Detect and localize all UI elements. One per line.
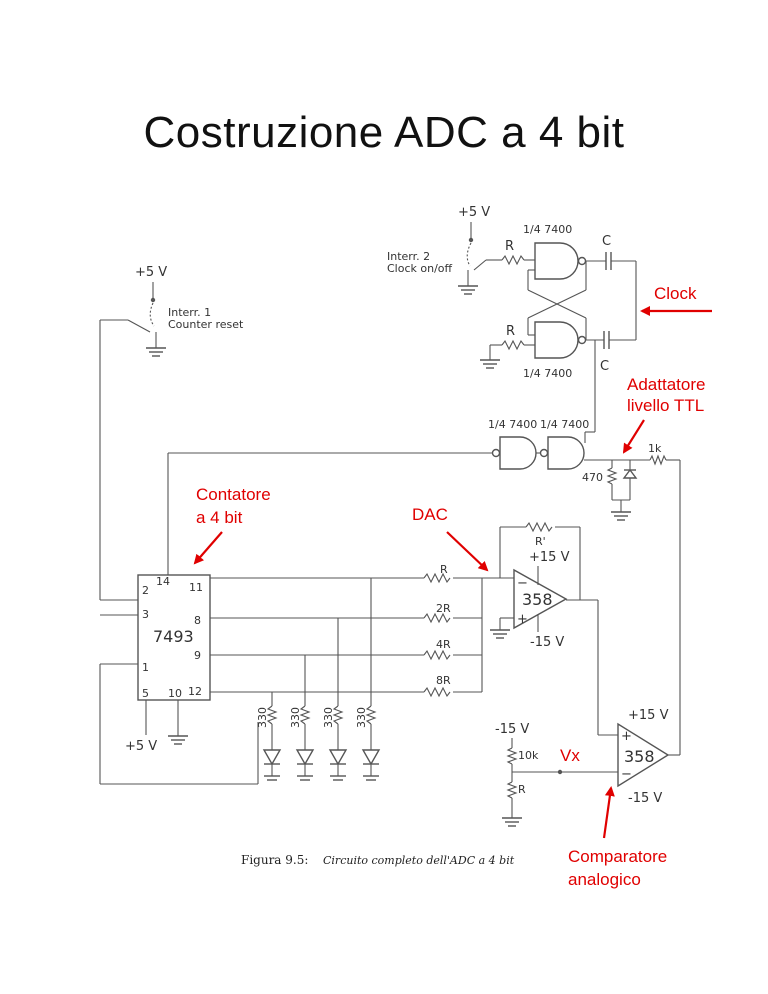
- svg-text:+: +: [517, 612, 528, 627]
- led-branch: 330: [322, 618, 348, 781]
- ground-icon: [458, 285, 478, 295]
- svg-text:-15 V: -15 V: [530, 635, 564, 650]
- dac-opamp: R' +15 V − + 358 -15 V: [490, 521, 598, 650]
- caption-label: Figura 9.5:: [241, 853, 308, 867]
- svg-text:470: 470: [582, 471, 603, 484]
- annotation-dac: DAC: [412, 505, 448, 524]
- svg-text:+15 V: +15 V: [628, 708, 669, 723]
- svg-text:10: 10: [168, 687, 182, 700]
- opamp1-label: 358: [522, 590, 553, 609]
- clock-oscillator: +5 V Interr. 2 Clock on/off R 1/4 7400 C: [387, 205, 637, 432]
- svg-text:1: 1: [142, 661, 149, 674]
- clock-onoff-label: Clock on/off: [387, 262, 453, 275]
- switch2-label: Interr. 2: [387, 250, 430, 263]
- svg-text:-15 V: -15 V: [628, 791, 662, 806]
- svg-text:9: 9: [194, 649, 201, 662]
- svg-text:12: 12: [188, 685, 202, 698]
- svg-text:14: 14: [156, 575, 170, 588]
- switch1-label: Interr. 1: [168, 306, 211, 319]
- dac-ladder: R 2R 4R 8R: [423, 563, 514, 698]
- svg-text:10k: 10k: [518, 749, 539, 762]
- svg-text:2R: 2R: [436, 602, 451, 615]
- annotation-comparatore-2: analogico: [568, 870, 641, 889]
- svg-text:R': R': [535, 535, 546, 548]
- ttl-gates: 1/4 7400 1/4 7400 1k 470: [167, 418, 681, 755]
- svg-text:C: C: [602, 234, 611, 249]
- svg-text:4R: 4R: [436, 638, 451, 651]
- svg-text:R: R: [518, 783, 526, 796]
- svg-text:330: 330: [256, 707, 269, 728]
- svg-text:1k: 1k: [648, 442, 662, 455]
- svg-text:1/4 7400: 1/4 7400: [523, 223, 572, 236]
- svg-text:−: −: [621, 767, 632, 782]
- annotation-comparatore-1: Comparatore: [568, 847, 667, 866]
- svg-text:5: 5: [142, 687, 149, 700]
- annotation-contatore-2: a 4 bit: [196, 508, 243, 527]
- svg-text:-15 V: -15 V: [495, 722, 529, 737]
- capacitor-icon: [605, 252, 612, 270]
- svg-text:+: +: [621, 729, 632, 744]
- caption-text: Circuito completo dell'ADC a 4 bit: [323, 854, 515, 867]
- annotations: Clock Adattatore livello TTL Contatore a…: [193, 284, 712, 889]
- ground-icon: [490, 629, 510, 639]
- ground-icon: [611, 511, 631, 521]
- supply-label-top: +5 V: [458, 205, 490, 220]
- led-array: 330 330 330: [256, 578, 381, 781]
- svg-text:330: 330: [322, 707, 335, 728]
- led-branch: 330: [289, 655, 315, 781]
- svg-text:330: 330: [355, 707, 368, 728]
- svg-text:8: 8: [194, 614, 201, 627]
- figure-caption: Figura 9.5: Circuito completo dell'ADC a…: [241, 853, 515, 867]
- nand-gate-icon: [539, 436, 585, 470]
- svg-text:−: −: [517, 576, 528, 591]
- svg-text:C: C: [600, 359, 609, 374]
- chip-label: 7493: [153, 627, 194, 646]
- page-title: Costruzione ADC a 4 bit: [143, 108, 625, 157]
- svg-text:8R: 8R: [436, 674, 451, 687]
- svg-text:R: R: [506, 324, 515, 339]
- led-branch: 330: [355, 578, 381, 781]
- supply-label-left: +5 V: [135, 265, 167, 280]
- ground-icon: [480, 359, 500, 369]
- annotation-contatore-1: Contatore: [196, 485, 271, 504]
- reset-switch: +5 V Interr. 1 Counter reset: [99, 265, 244, 601]
- svg-text:330: 330: [289, 707, 302, 728]
- ground-icon: [146, 347, 166, 357]
- svg-text:1/4 7400: 1/4 7400: [523, 367, 572, 380]
- svg-text:11: 11: [189, 581, 203, 594]
- supply-label-bottom: +5 V: [125, 739, 157, 754]
- nand-gate-icon: [491, 436, 537, 470]
- comparator: +15 V + − 358 -15 V -15 V 10k R: [495, 600, 680, 827]
- ground-icon: [168, 735, 188, 745]
- annotation-vx: Vx: [560, 746, 580, 765]
- annotation-adattatore-2: livello TTL: [627, 396, 704, 415]
- svg-text:3: 3: [142, 608, 149, 621]
- opamp2-label: 358: [624, 747, 655, 766]
- svg-text:1/4 7400: 1/4 7400: [488, 418, 537, 431]
- svg-text:+15 V: +15 V: [529, 550, 570, 565]
- svg-text:2: 2: [142, 584, 149, 597]
- nand-gate-icon: [534, 321, 587, 359]
- annotation-clock: Clock: [654, 284, 697, 303]
- svg-text:R: R: [505, 239, 514, 254]
- annotation-adattatore-1: Adattatore: [627, 375, 705, 394]
- counter-7493: 14 11 2 3 8 7493 9 1 5 10 12 +5 V: [99, 574, 424, 785]
- counter-reset-label: Counter reset: [168, 318, 244, 331]
- nand-gate-icon: [534, 242, 587, 280]
- svg-text:1/4 7400: 1/4 7400: [540, 418, 589, 431]
- capacitor-icon: [603, 331, 610, 349]
- svg-text:R: R: [440, 563, 448, 576]
- led-branch: 330: [256, 692, 282, 781]
- ground-icon: [502, 817, 522, 827]
